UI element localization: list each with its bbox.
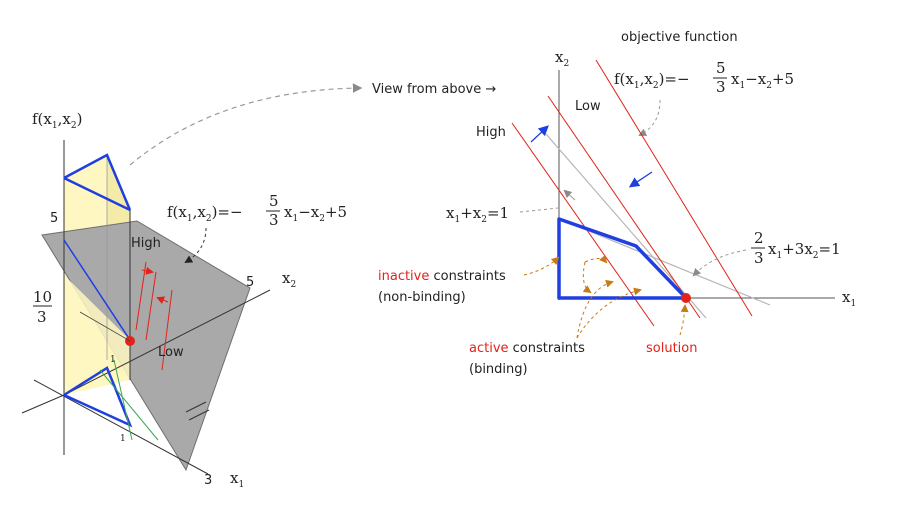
feasible-prism-front: [64, 178, 130, 395]
equation-pointer: [184, 227, 207, 264]
svg-text:3: 3: [269, 211, 279, 229]
solution-label: solution: [646, 341, 697, 356]
tick-x1-3: 3: [204, 473, 212, 488]
hatch-mark: [188, 409, 210, 421]
level-line: [161, 289, 173, 371]
top-feasible-outline: [63, 153, 132, 211]
hatch-mark: [185, 401, 207, 413]
svg-text:3: 3: [716, 78, 726, 96]
constraint-pointer-1: [519, 207, 559, 213]
x2-axis-label-2d: x: [555, 48, 564, 66]
f-axis-label: f(x: [32, 110, 52, 128]
inactive-label-rest: constraints: [429, 269, 506, 284]
svg-text:3: 3: [754, 249, 764, 267]
active-pointer: [576, 287, 642, 339]
tick-label-5: 5: [50, 211, 58, 226]
svg-text:f(x1,x2)=−: f(x1,x2)=−: [614, 70, 690, 91]
svg-text:x1: x1: [230, 469, 244, 490]
high-direction-arrow: [530, 125, 549, 143]
inactive-note: (non-binding): [378, 290, 466, 305]
x2-axis: [63, 289, 271, 396]
svg-text:x2: x2: [282, 269, 296, 290]
level-line-low: [595, 59, 753, 317]
level-line: [145, 271, 157, 341]
objective-plane: [41, 220, 251, 472]
objective-function-title: objective function: [621, 30, 738, 45]
tick-label-10: 10: [33, 288, 52, 306]
constraint-pointer-2: [692, 249, 747, 277]
svg-text:x1: x1: [842, 288, 856, 309]
top-feasible-outline: [63, 176, 131, 212]
direction-arrow: [156, 296, 169, 304]
x2-axis-label: x: [282, 269, 291, 287]
svg-text:x1−x2+5: x1−x2+5: [284, 203, 347, 224]
plane-feasible-edge: [63, 239, 131, 341]
svg-text:5: 5: [716, 59, 726, 77]
objective-equation-right: f(x1,x2)=− 5 3 x1−x2+5: [614, 59, 794, 96]
tick-1-upper: 1: [110, 355, 116, 365]
equation-pointer: [638, 99, 661, 136]
svg-text:x1−x2+5: x1−x2+5: [731, 70, 794, 91]
direction-arrow: [141, 266, 154, 275]
objective-equation-left: f(x1,x2)=− 5 3 x1−x2+5: [167, 192, 347, 229]
label-low-2d: Low: [575, 99, 601, 114]
label-low: Low: [158, 345, 184, 360]
view-from-above-arrow: [129, 83, 363, 166]
active-note: (binding): [469, 362, 528, 377]
solution-point-2d: [681, 293, 691, 303]
inactive-pointer: [582, 261, 592, 294]
small-gray-arrow: [563, 189, 576, 201]
label-high-2d: High: [476, 125, 506, 140]
svg-text:x1+3x2=1: x1+3x2=1: [768, 240, 841, 261]
constraint-eq-1: x1+x2=1: [446, 204, 509, 225]
level-line-mid: [547, 95, 701, 319]
active-label-red: active: [469, 341, 509, 356]
x1-axis-label-2d: x: [842, 288, 851, 306]
constraint-line-2-3: [573, 224, 771, 306]
inactive-pointer: [523, 256, 560, 276]
x1-axis-label: x: [230, 469, 239, 487]
tick-x2-5: 5: [246, 275, 254, 290]
solution-pointer: [679, 304, 689, 336]
constraint-line-green: [99, 369, 159, 441]
svg-text:inactive constraints: inactive constraints: [378, 269, 506, 284]
svg-text:x2: x2: [555, 48, 569, 69]
view-from-above-label: View from above →: [372, 82, 496, 97]
tick-1-lower: 1: [120, 434, 126, 444]
right-2d-figure: objective function f(x1,x2)=− 5 3 x1−x2+…: [378, 30, 856, 377]
tick-label-3: 3: [37, 308, 47, 326]
constraint-eq-2: 2 3 x1+3x2=1: [751, 229, 841, 267]
svg-text:5: 5: [269, 192, 279, 210]
svg-text:active constraints: active constraints: [469, 341, 585, 356]
svg-text:f(x1,x2)=−: f(x1,x2)=−: [167, 203, 243, 224]
guide-line: [79, 311, 131, 342]
level-line: [135, 261, 147, 331]
label-high: High: [131, 236, 161, 251]
left-3d-figure: f(x1,x2) 5 10 3 5 x2 3 x1 1 1 High Low f…: [21, 110, 347, 490]
svg-text:2: 2: [754, 229, 764, 247]
level-line-high: [511, 122, 655, 327]
constraint-line-x1-plus-x2: [545, 133, 707, 319]
x-axis-back: [21, 394, 65, 414]
constraint-line-green: [113, 359, 133, 441]
active-pointer: [576, 279, 614, 339]
feasible-region: [557, 217, 688, 300]
inactive-pointer: [584, 254, 608, 264]
svg-text:f(x1,x2): f(x1,x2): [32, 110, 82, 131]
low-direction-arrow: [628, 171, 653, 188]
active-label-rest: constraints: [509, 341, 586, 356]
inactive-label-red: inactive: [378, 269, 429, 284]
